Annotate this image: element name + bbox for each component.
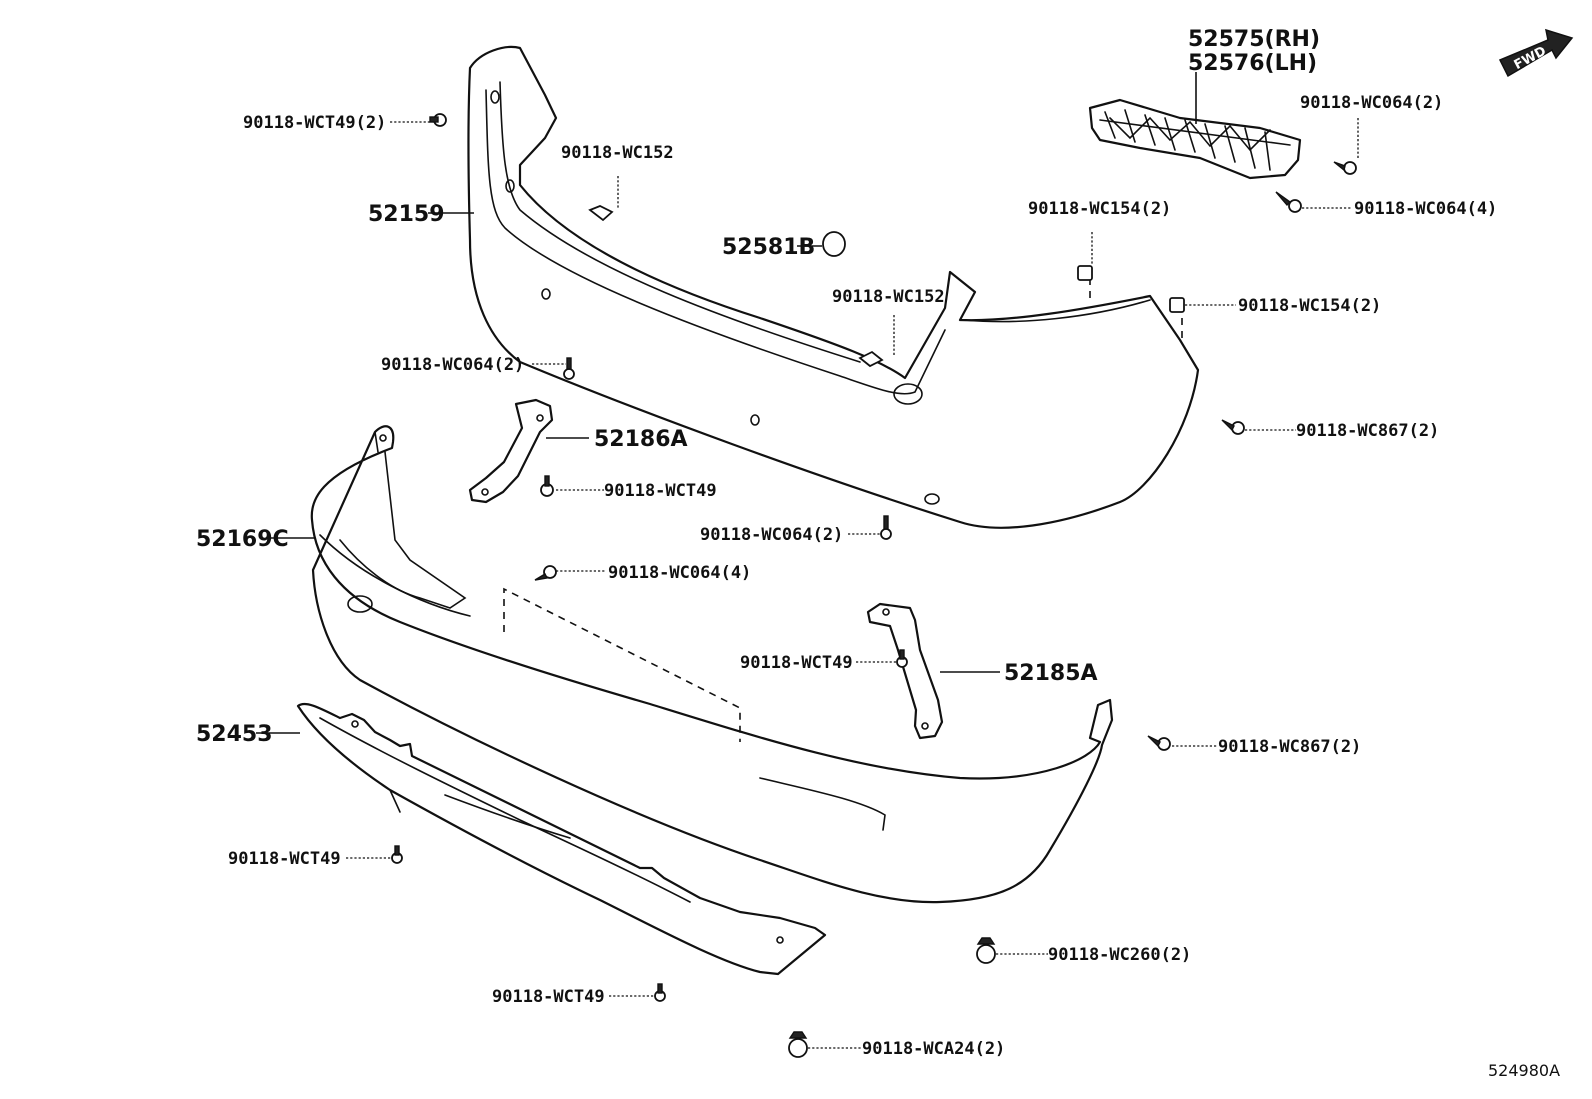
part-52575-retainer-drawing — [1088, 72, 1302, 180]
screw-icon — [429, 113, 447, 127]
label-wc154-2-b: 90118-WC154(2) — [1238, 296, 1381, 316]
bolt-icon — [654, 983, 666, 1002]
part-labels: 52159 52581B 52186A 52169C 52185A 52453 … — [196, 27, 1320, 747]
clip-icon — [588, 205, 614, 222]
label-wc064-2-tr: 90118-WC064(2) — [1300, 93, 1443, 113]
part-label-52186A: 52186A — [594, 427, 688, 452]
hole-plug-icon — [822, 231, 846, 257]
label-wc064-4-center: 90118-WC064(4) — [608, 563, 751, 583]
screw-icon — [880, 515, 892, 540]
label-wc260-2: 90118-WC260(2) — [1048, 945, 1191, 965]
clip-nut-icon — [1169, 297, 1185, 313]
part-label-52169C: 52169C — [196, 527, 289, 552]
label-wc154-2-a: 90118-WC154(2) — [1028, 199, 1171, 219]
label-wca24-2: 90118-WCA24(2) — [862, 1039, 1005, 1059]
part-52159-drawing — [467, 45, 1200, 529]
part-label-52575: 52575(RH) — [1188, 27, 1320, 52]
part-label-52581B: 52581B — [722, 235, 815, 260]
label-wc867-2-low: 90118-WC867(2) — [1218, 737, 1361, 757]
part-52186A-drawing — [468, 398, 554, 504]
label-wct49-low1: 90118-WCT49 — [228, 849, 341, 869]
screw-icon — [1333, 161, 1357, 175]
label-wc867-2-high: 90118-WC867(2) — [1296, 421, 1439, 441]
clip-nut-icon — [1077, 265, 1093, 281]
label-wct49-2-top: 90118-WCT49(2) — [243, 113, 386, 133]
nut-icon — [976, 937, 996, 964]
part-52185A-drawing — [866, 602, 944, 740]
label-wc064-2-center: 90118-WC064(2) — [700, 525, 843, 545]
screw-icon — [1221, 419, 1245, 435]
part-label-52185A: 52185A — [1004, 661, 1098, 686]
part-label-52159: 52159 — [368, 202, 445, 227]
screw-icon — [534, 565, 557, 581]
leader-lines — [256, 118, 1359, 1049]
screw-icon — [1275, 191, 1302, 213]
diagram-reference-number: 524980A — [1488, 1061, 1560, 1080]
fastener-icons — [391, 113, 1357, 1058]
bolt-icon — [896, 649, 908, 668]
label-wc064-4-tr: 90118-WC064(4) — [1354, 199, 1497, 219]
clip-icon — [858, 350, 884, 368]
screw-icon — [1147, 735, 1171, 751]
label-wct49-low2: 90118-WCT49 — [492, 987, 605, 1007]
label-wc064-2-left: 90118-WC064(2) — [381, 355, 524, 375]
bolt-icon — [391, 845, 403, 864]
part-52169C-drawing — [310, 425, 1114, 904]
part-52453-drawing — [296, 702, 827, 976]
assembly-dashed-lines — [503, 278, 1183, 742]
label-wct49-right: 90118-WCT49 — [740, 653, 853, 673]
part-label-52576: 52576(LH) — [1188, 51, 1317, 76]
label-wc152-mid: 90118-WC152 — [832, 287, 945, 307]
nut-icon — [788, 1031, 808, 1058]
part-label-52453: 52453 — [196, 722, 273, 747]
label-wc152-top: 90118-WC152 — [561, 143, 674, 163]
screw-icon — [563, 357, 575, 380]
bolt-icon — [540, 475, 554, 497]
fastener-labels: 90118-WCT49(2) 90118-WC152 90118-WC152 9… — [228, 93, 1497, 1059]
label-wct49-mid: 90118-WCT49 — [604, 481, 717, 501]
fwd-arrow-icon: FWD — [1498, 28, 1574, 78]
